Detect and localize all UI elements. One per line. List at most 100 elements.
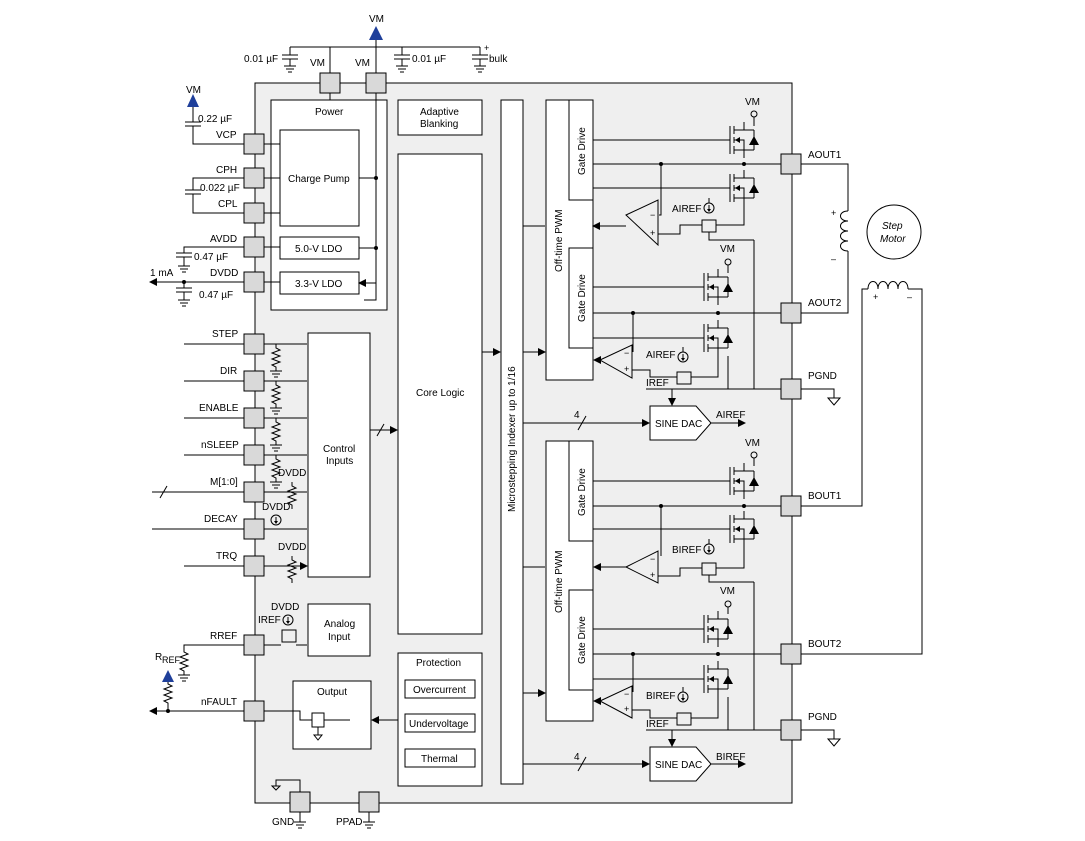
iref-b-label: IREF	[646, 719, 669, 730]
bout2-pin	[780, 643, 802, 665]
protection-section: Protection Overcurrent Undervoltage Ther…	[371, 652, 483, 787]
analog-input-section: Analog Input RREF DVDD IREF R REF	[155, 602, 371, 682]
analog-input-block	[307, 603, 371, 657]
vcp-cap-label: 0.22 µF	[198, 114, 232, 125]
overcurrent-label: Overcurrent	[413, 685, 466, 696]
cp-cap-label: 0.022 µF	[200, 183, 240, 194]
biref-b2-label: BIREF	[646, 691, 675, 702]
motor-label-2: Motor	[880, 234, 906, 245]
protection-title: Protection	[416, 658, 461, 669]
vm-supply-network: VM 0.01 µF 0.01 µF bulk + VM VM	[244, 14, 508, 94]
gate-drive-b2-label: Gate Drive	[577, 616, 588, 664]
vm-pin-1-label: VM	[310, 58, 325, 69]
trq-pin	[243, 555, 265, 577]
output-section: Output nFAULT	[149, 670, 372, 750]
thermal-label: Thermal	[421, 754, 458, 765]
output-title: Output	[317, 687, 347, 698]
aout2-label: AOUT2	[808, 298, 842, 309]
cap-left-label: 0.01 µF	[244, 54, 278, 65]
charge-pump-block	[279, 129, 360, 227]
h-bridge-a: Off-time PWM Gate Drive Gate Drive VM −+…	[523, 97, 842, 406]
dvdd-load-label: 1 mA	[150, 268, 174, 279]
dir-label: DIR	[220, 366, 237, 377]
indexer-block	[500, 99, 524, 785]
undervoltage-block	[404, 713, 476, 733]
biref-b1-label: BIREF	[672, 545, 701, 556]
svg-text:−: −	[624, 689, 629, 699]
adaptive-blanking-block	[397, 99, 483, 136]
sine-dac-b-label: SINE DAC	[655, 760, 702, 771]
cpl-pin	[243, 202, 265, 224]
vm-pin-2	[365, 72, 387, 94]
trq-label: TRQ	[216, 551, 237, 562]
adaptive-label-1: Adaptive	[420, 107, 459, 118]
control-inputs-block	[307, 332, 371, 578]
h-bridge-b: Off-time PWM Gate Drive Gate Drive VM −+…	[523, 438, 842, 747]
coil-a	[840, 210, 849, 252]
step-motor: + – Step Motor + –	[801, 163, 923, 655]
analog-label-1: Analog	[324, 619, 355, 630]
ldo33-label: 3.3-V LDO	[295, 279, 342, 290]
charge-pump-label: Charge Pump	[288, 174, 350, 185]
biref-out-label: BIREF	[716, 752, 745, 763]
analog-label-2: Input	[328, 632, 350, 643]
gate-drive-a1-block	[568, 99, 594, 201]
coil-a-plus: +	[831, 208, 836, 218]
undervoltage-label: Undervoltage	[409, 719, 469, 730]
pgnd-b-label: PGND	[808, 712, 837, 723]
coil-b	[867, 281, 909, 290]
bus-width-b-label: 4	[574, 752, 580, 763]
bus-width-a-label: 4	[574, 410, 580, 421]
enable-label: ENABLE	[199, 403, 239, 414]
pgnd-a-pin	[780, 378, 802, 400]
adaptive-label-2: Blanking	[420, 119, 458, 130]
rref-res-label: R	[155, 652, 162, 663]
control-label-2: Inputs	[326, 456, 353, 467]
cpl-label: CPL	[218, 199, 238, 210]
overcurrent-block	[404, 679, 476, 699]
vcp-label: VCP	[216, 130, 237, 141]
airef-a2-label: AIREF	[646, 350, 675, 361]
nsleep-pin	[243, 444, 265, 466]
coil-b-minus: –	[907, 292, 912, 302]
bottom-pins: GND PPAD	[270, 779, 380, 829]
gate-drive-b2-block	[568, 589, 594, 691]
dvdd-pin	[243, 271, 265, 293]
vm-b1-label: VM	[745, 438, 760, 449]
coil-b-plus: +	[873, 292, 878, 302]
cap-right-label: 0.01 µF	[412, 54, 446, 65]
sine-dac-b: SINE DAC 4 BIREF	[523, 729, 746, 782]
control-label-1: Control	[323, 444, 355, 455]
svg-text:−: −	[624, 348, 629, 358]
vm-arrow-icon	[369, 26, 383, 40]
vm-pin-1	[319, 72, 341, 94]
motor-label-1: Step	[882, 221, 903, 232]
gate-drive-a2-label: Gate Drive	[577, 274, 588, 322]
svg-text:+: +	[650, 570, 655, 580]
control-inputs: Control Inputs STEP DIR ENABLE nSLEEP M[…	[152, 329, 398, 584]
enable-pin	[243, 407, 265, 429]
cph-pin	[243, 167, 265, 189]
bout1-pin	[780, 495, 802, 517]
avdd-cap-label: 0.47 µF	[194, 252, 228, 263]
cph-label: CPH	[216, 165, 237, 176]
offtime-pwm-b-label: Off-time PWM	[554, 550, 565, 613]
pgnd-b-pin	[780, 719, 802, 741]
dvdd-label: DVDD	[210, 268, 238, 279]
aout1-label: AOUT1	[808, 150, 842, 161]
sine-dac-a-block	[649, 405, 712, 441]
aout1-pin	[780, 153, 802, 175]
pgnd-a-label: PGND	[808, 371, 837, 382]
dvdd-cap-label: 0.47 µF	[199, 290, 233, 301]
vm-b2-label: VM	[720, 586, 735, 597]
vm-pin-2-label: VM	[355, 58, 370, 69]
gnd-label: GND	[272, 817, 294, 828]
svg-text:−: −	[650, 210, 655, 220]
nsleep-label: nSLEEP	[201, 440, 239, 451]
gnd-pin	[289, 791, 311, 813]
core-logic-block	[397, 153, 483, 635]
sine-dac-b-block	[649, 746, 712, 782]
nfault-pin	[243, 700, 265, 722]
coil-a-minus: –	[831, 254, 836, 264]
vm-arrow-icon	[187, 94, 199, 107]
